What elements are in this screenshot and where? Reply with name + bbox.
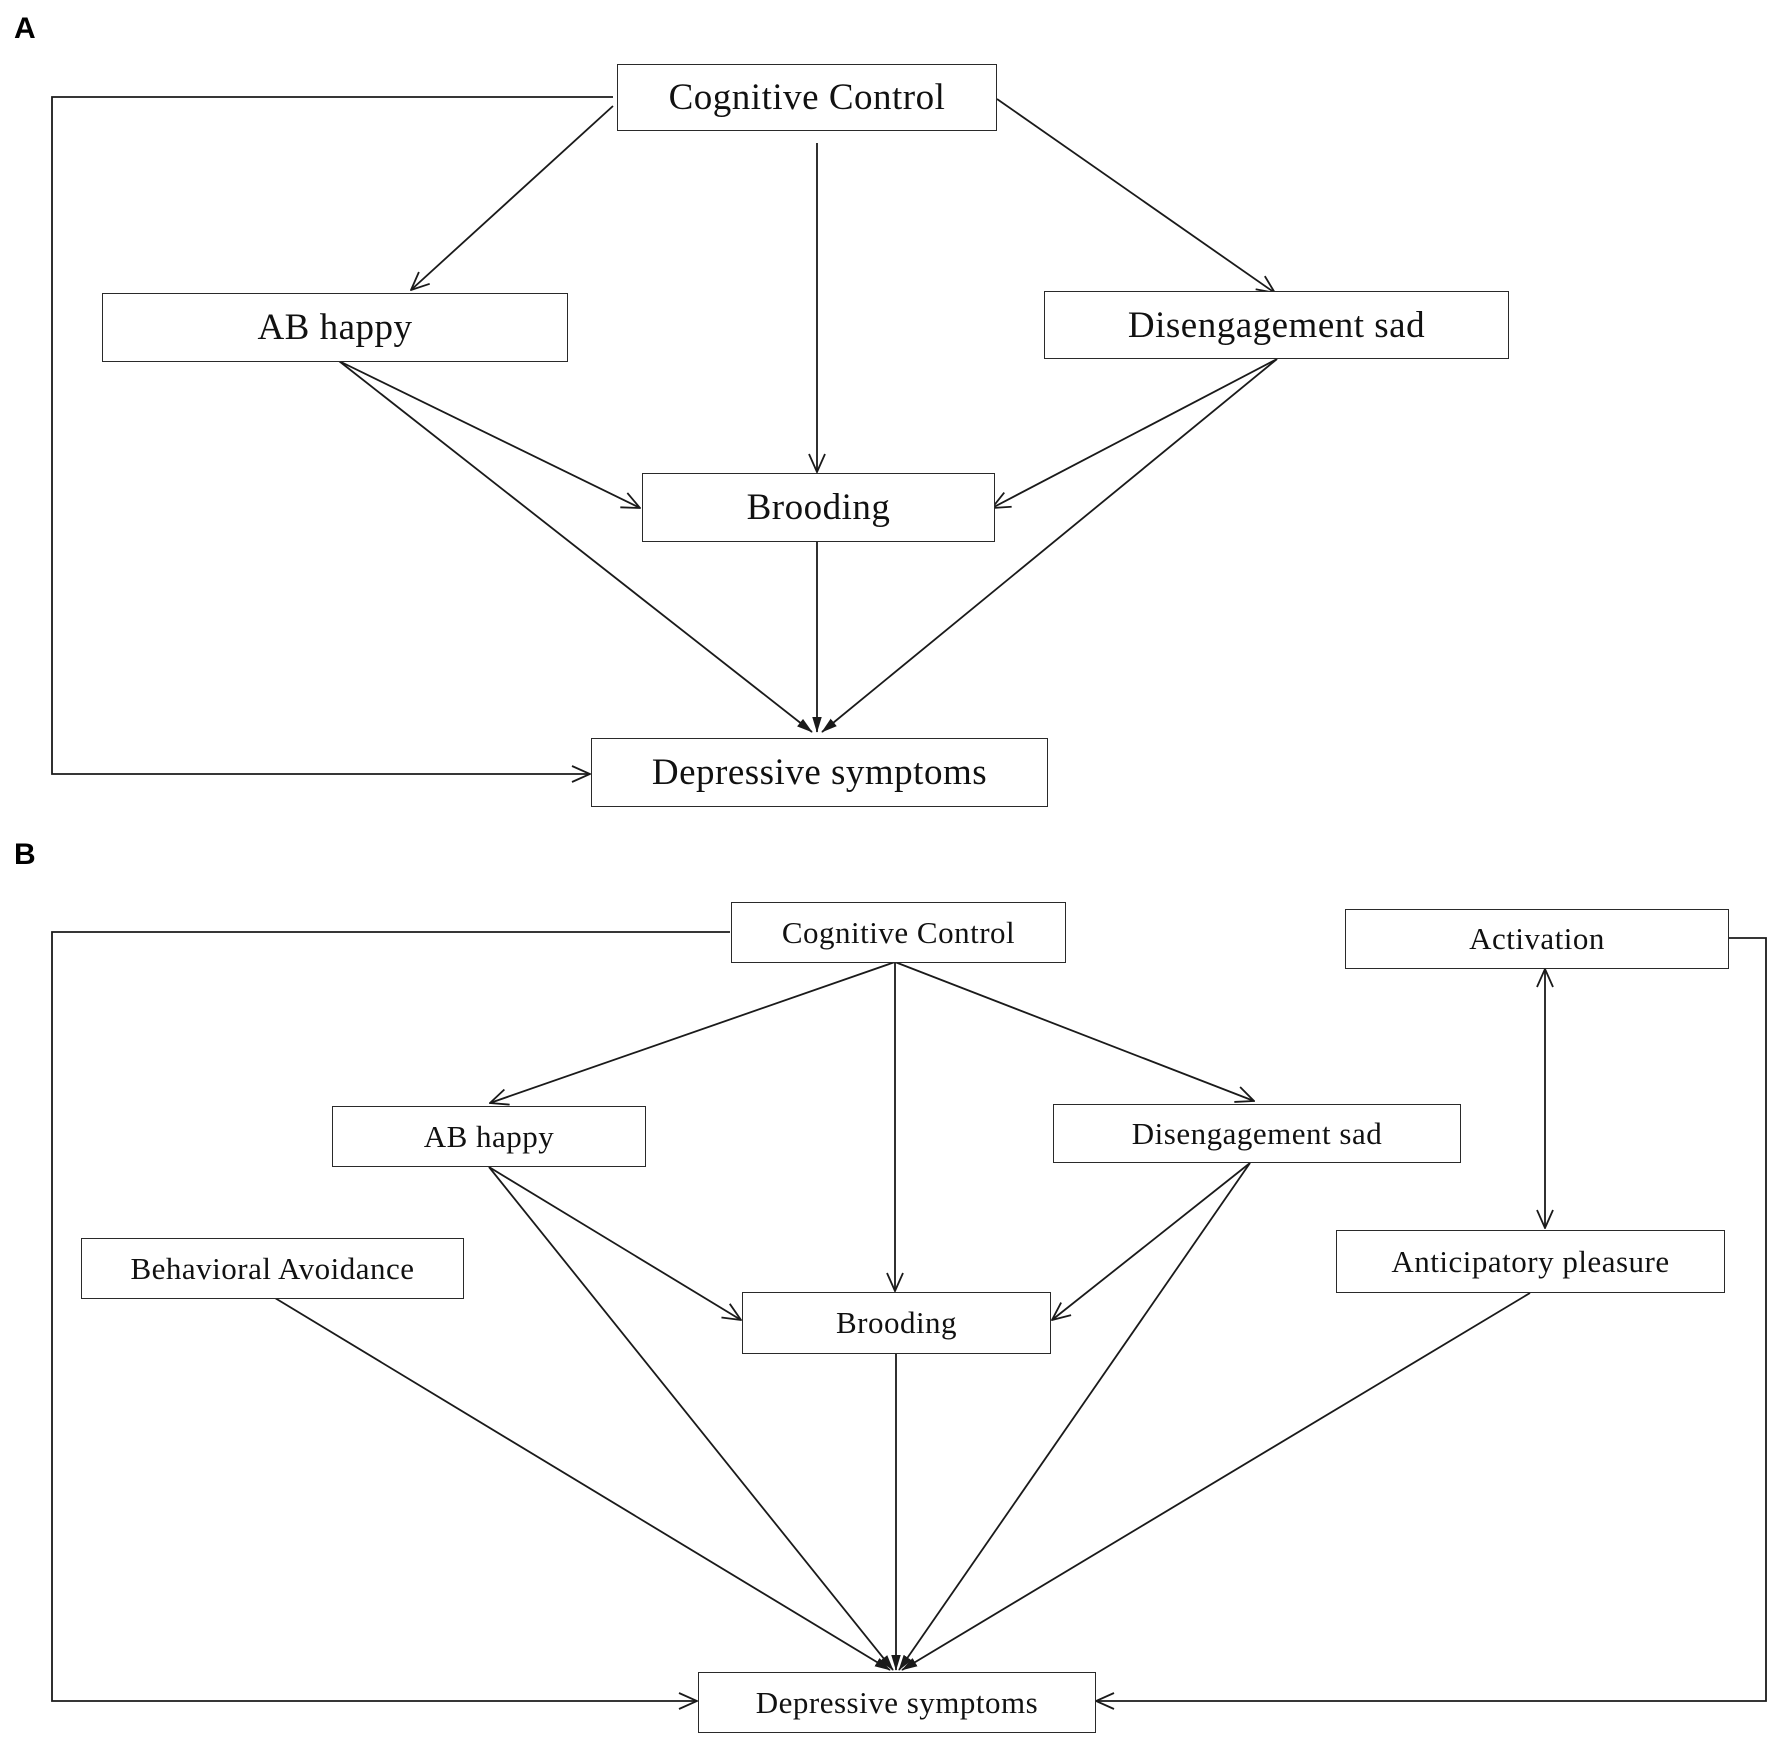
node-b-brooding: Brooding (742, 1292, 1051, 1354)
node-a-disengagement-sad: Disengagement sad (1044, 291, 1509, 359)
edge-a-cognitive-to-disengagement (996, 98, 1275, 293)
node-b-disengagement-sad: Disengagement sad (1053, 1104, 1461, 1163)
edge-b-disengagement-to-depressive (898, 1162, 1251, 1671)
edge-b-cognitive-to-depressive (51, 931, 730, 1701)
panel-b-edges (51, 931, 1767, 1701)
node-b-activation: Activation (1345, 909, 1729, 969)
node-a-cognitive-control: Cognitive Control (617, 64, 997, 131)
edge-b-anticipatory-to-depressive (901, 1292, 1531, 1671)
edge-b-cognitive-to-abhappy (490, 961, 896, 1103)
node-b-depressive-symptoms: Depressive symptoms (698, 1672, 1096, 1733)
edge-b-abhappy-to-depressive (488, 1166, 894, 1671)
node-a-brooding: Brooding (642, 473, 995, 542)
panel-a-edges (51, 96, 1278, 774)
node-b-ab-happy: AB happy (332, 1106, 646, 1167)
node-a-ab-happy: AB happy (102, 293, 568, 362)
edge-a-disengagement-to-brooding (992, 358, 1278, 508)
edge-a-cognitive-to-abhappy (411, 105, 614, 290)
node-b-cognitive-control: Cognitive Control (731, 902, 1066, 963)
edge-a-cognitive-to-depressive (51, 96, 613, 774)
edge-b-avoidance-to-depressive (274, 1297, 891, 1671)
node-b-behavioral-avoidance: Behavioral Avoidance (81, 1238, 464, 1299)
edge-b-abhappy-to-brooding (488, 1166, 741, 1320)
edge-b-cognitive-to-disengagement (894, 961, 1254, 1101)
edge-b-activation-to-depressive (1096, 937, 1767, 1701)
edge-a-abhappy-to-depressive (338, 360, 813, 733)
panel-label-b: B (14, 838, 36, 871)
panel-label-a: A (14, 12, 36, 45)
edge-b-disengagement-to-brooding (1052, 1162, 1251, 1320)
node-a-depressive-symptoms: Depressive symptoms (591, 738, 1048, 807)
node-b-anticipatory-pleasure: Anticipatory pleasure (1336, 1230, 1725, 1293)
edge-a-abhappy-to-brooding (338, 360, 640, 508)
edge-a-disengagement-to-depressive (821, 358, 1278, 733)
